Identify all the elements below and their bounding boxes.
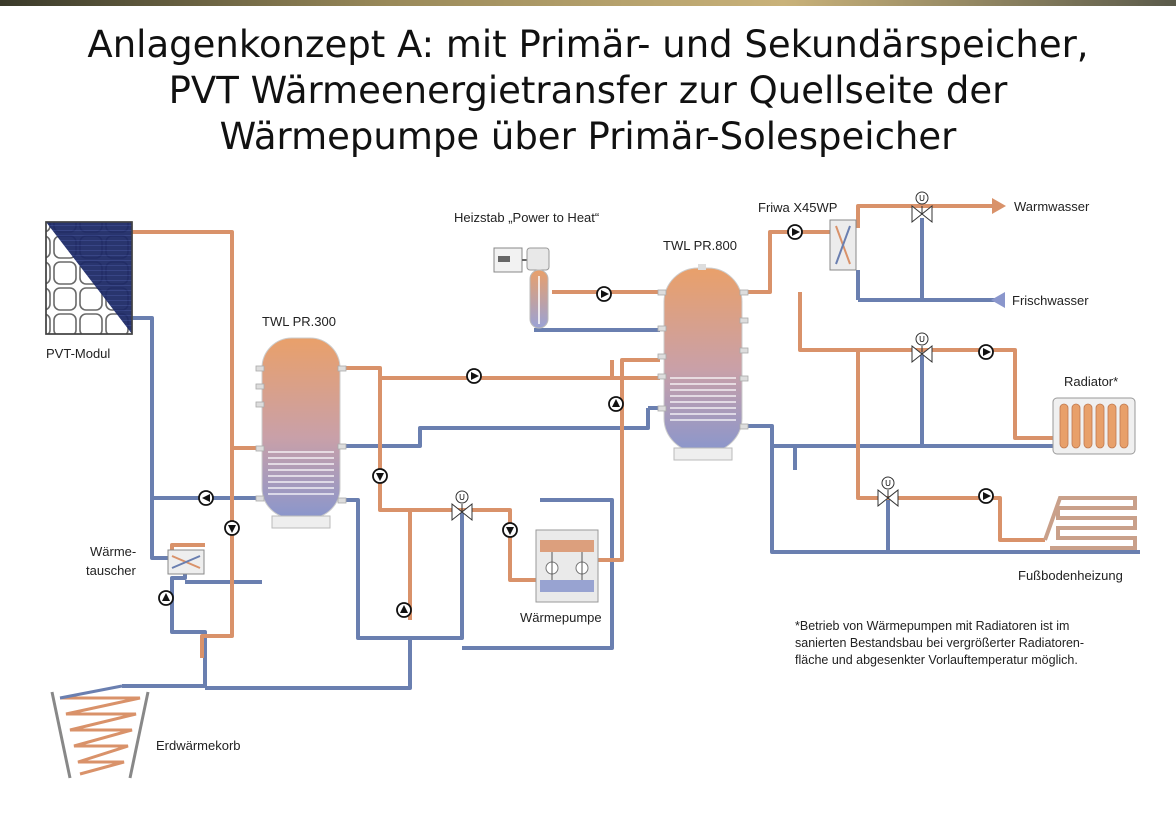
pump-icon — [978, 344, 994, 360]
pvt-module-label: PVT-Modul — [46, 346, 110, 361]
tank-pr800 — [657, 264, 749, 461]
tank-pr300 — [255, 337, 347, 529]
mixing-valve-icon: U — [451, 490, 473, 522]
valve-letter: U — [885, 479, 891, 488]
radiator-label: Radiator* — [1064, 374, 1118, 389]
fresh-water-label: Frischwasser — [1012, 293, 1089, 308]
footnote-line-2: sanierten Bestandsbau bei vergrößerter R… — [795, 636, 1085, 650]
heating-rod — [493, 247, 550, 329]
footnote-line-1: *Betrieb von Wärmepumpen mit Radiatoren … — [795, 619, 1070, 633]
pump-icon — [787, 224, 803, 240]
pump-icon — [158, 590, 174, 606]
heat-pump-label: Wärmepumpe — [520, 610, 602, 625]
pump-icon — [466, 368, 482, 384]
pump-icon — [608, 396, 624, 412]
ground-basket — [50, 684, 150, 779]
heat-exchanger — [167, 549, 205, 575]
heat-pump — [535, 529, 599, 603]
hot-water-arrow-icon — [992, 198, 1006, 214]
pump-icon — [978, 488, 994, 504]
pump-icon — [396, 602, 412, 618]
hot-water-label: Warmwasser — [1014, 199, 1090, 214]
pump-icon — [372, 468, 388, 484]
footnote: *Betrieb von Wärmepumpen mit Radiatoren … — [795, 618, 1165, 669]
fresh-water-arrow-icon — [991, 292, 1005, 308]
mixing-valve-icon: U — [911, 191, 933, 224]
fresh-water-station-label: Friwa X45WP — [758, 200, 837, 215]
pump-icon — [224, 520, 240, 536]
radiator — [1052, 397, 1136, 455]
valve-letter: U — [919, 194, 925, 203]
warm-pipes — [132, 204, 1053, 658]
pump-icon — [198, 490, 214, 506]
valve-letter: U — [919, 335, 925, 344]
page-title: Anlagenkonzept A: mit Primär- und Sekund… — [0, 22, 1176, 160]
title-line-1: Anlagenkonzept A: mit Primär- und Sekund… — [87, 23, 1089, 66]
pumps — [158, 224, 994, 618]
ground-basket-label: Erdwärmekorb — [156, 738, 241, 753]
mixing-valve-icon: U — [911, 332, 933, 364]
floor-heating-label: Fußbodenheizung — [1018, 568, 1123, 583]
tank-pr300-label: TWL PR.300 — [262, 314, 336, 329]
heat-exchanger-label-2: tauscher — [86, 563, 137, 578]
mixing-valve-icon: U — [877, 476, 899, 508]
tank-pr800-label: TWL PR.800 — [663, 238, 737, 253]
valve-letter: U — [459, 493, 465, 502]
heat-exchanger-label-1: Wärme- — [90, 544, 136, 559]
pump-icon — [502, 522, 518, 538]
floor-heating — [1043, 496, 1137, 550]
fresh-water-station — [829, 219, 857, 271]
footnote-line-3: fläche und abgesenkter Vorlauftemperatur… — [795, 653, 1078, 667]
title-line-2: PVT Wärmeenergietransfer zur Quellseite … — [168, 69, 1008, 112]
mixing-valves: U U U U — [451, 191, 933, 522]
pump-icon — [596, 286, 612, 302]
pvt-module — [45, 221, 133, 335]
heater-label: Heizstab „Power to Heat“ — [454, 210, 599, 225]
title-line-3: Wärmepumpe über Primär-Solespeicher — [219, 115, 957, 158]
top-accent-bar — [0, 0, 1176, 6]
